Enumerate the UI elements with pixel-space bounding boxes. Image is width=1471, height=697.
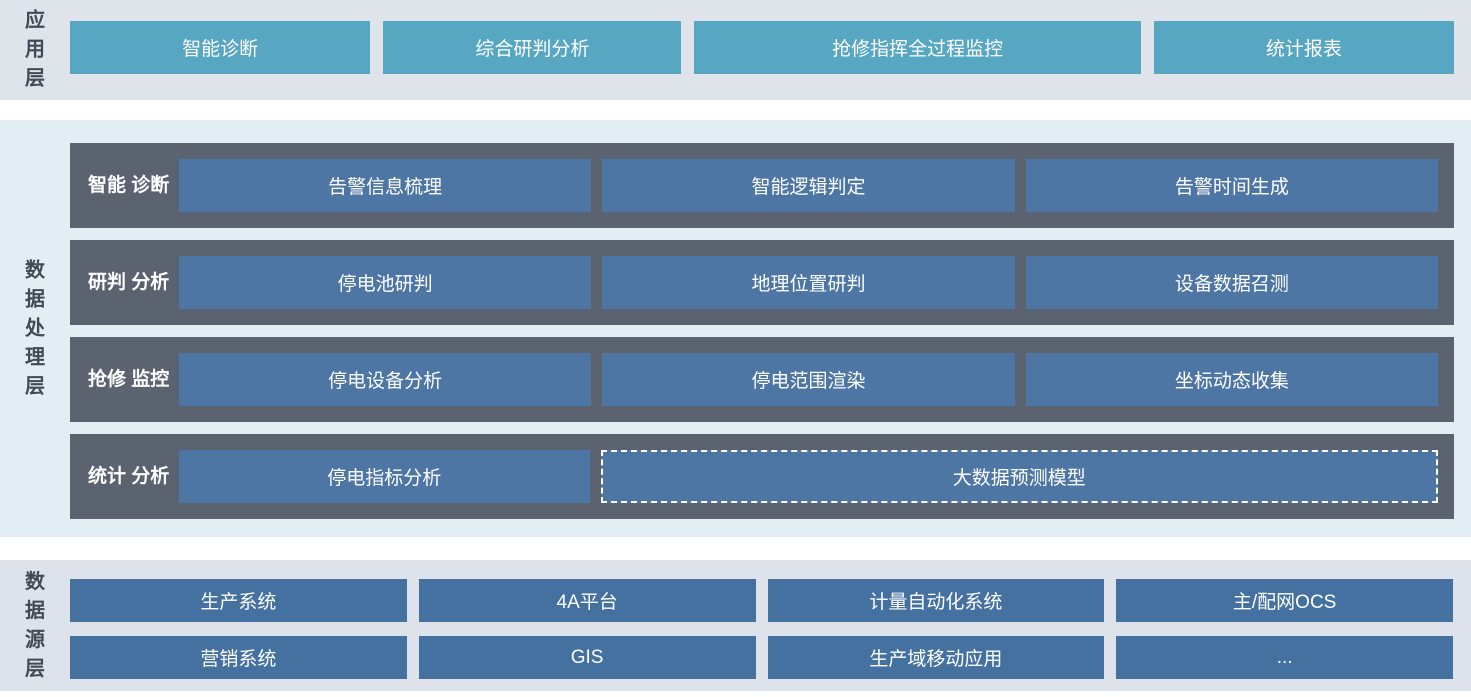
btn-outage-range-rendering[interactable]: 停电范围渲染 (602, 353, 1015, 406)
processing-row-repair-monitoring: 抢修 监控 停电设备分析 停电范围渲染 坐标动态收集 (70, 337, 1454, 422)
row-buttons: 停电指标分析 大数据预测模型 (179, 450, 1438, 503)
btn-coordinate-dynamic-collection[interactable]: 坐标动态收集 (1025, 353, 1438, 406)
btn-bigdata-prediction-model[interactable]: 大数据预测模型 (600, 450, 1438, 503)
row-buttons: 告警信息梳理 智能逻辑判定 告警时间生成 (179, 159, 1438, 212)
data-processing-layer: 数据处理层 智能 诊断 告警信息梳理 智能逻辑判定 告警时间生成 研判 分析 停… (0, 120, 1471, 537)
row-buttons: 停电设备分析 停电范围渲染 坐标动态收集 (179, 353, 1438, 406)
row-buttons: 停电池研判 地理位置研判 设备数据召测 (179, 256, 1438, 309)
btn-alarm-info-sorting[interactable]: 告警信息梳理 (179, 159, 592, 212)
divider (0, 100, 1471, 120)
src-ellipsis[interactable]: ... (1116, 636, 1453, 679)
btn-outage-device-analysis[interactable]: 停电设备分析 (179, 353, 592, 406)
row-label-statistics: 统计 分析 (88, 465, 170, 487)
app-item-intelligent-diagnosis[interactable]: 智能诊断 (70, 21, 371, 74)
src-gis[interactable]: GIS (418, 636, 756, 679)
application-button-row: 智能诊断 综合研判分析 抢修指挥全过程监控 统计报表 (70, 21, 1454, 74)
src-metering-automation-system[interactable]: 计量自动化系统 (767, 579, 1105, 622)
src-4a-platform[interactable]: 4A平台 (418, 579, 756, 622)
processing-row-statistics: 统计 分析 停电指标分析 大数据预测模型 (70, 434, 1454, 519)
btn-outage-analysis[interactable]: 停电池研判 (179, 256, 592, 309)
app-item-repair-command-monitoring[interactable]: 抢修指挥全过程监控 (694, 21, 1141, 74)
btn-intelligent-logic-judgment[interactable]: 智能逻辑判定 (602, 159, 1015, 212)
src-production-mobile-app[interactable]: 生产域移动应用 (767, 636, 1105, 679)
processing-row-diagnosis: 智能 诊断 告警信息梳理 智能逻辑判定 告警时间生成 (70, 143, 1454, 228)
source-grid: 生产系统 4A平台 计量自动化系统 主/配网OCS 营销系统 GIS 生产域移动… (70, 579, 1453, 679)
app-item-statistical-reports[interactable]: 统计报表 (1153, 21, 1454, 74)
processing-row-analysis: 研判 分析 停电池研判 地理位置研判 设备数据召测 (70, 240, 1454, 325)
btn-geo-location-analysis[interactable]: 地理位置研判 (602, 256, 1015, 309)
btn-outage-indicator-analysis[interactable]: 停电指标分析 (179, 450, 590, 503)
divider (0, 537, 1471, 560)
src-marketing-system[interactable]: 营销系统 (70, 636, 407, 679)
application-layer-label: 应用层 (25, 9, 45, 90)
btn-alarm-time-generation[interactable]: 告警时间生成 (1025, 159, 1438, 212)
src-main-distribution-ocs[interactable]: 主/配网OCS (1116, 579, 1453, 622)
src-production-system[interactable]: 生产系统 (70, 579, 407, 622)
row-label-diagnosis: 智能 诊断 (88, 174, 170, 196)
row-label-repair-monitoring: 抢修 监控 (88, 368, 170, 390)
application-layer: 应用层 智能诊断 综合研判分析 抢修指挥全过程监控 统计报表 (0, 0, 1471, 100)
btn-device-data-reading[interactable]: 设备数据召测 (1025, 256, 1438, 309)
data-source-layer-label: 数据源层 (25, 570, 45, 680)
row-label-analysis: 研判 分析 (88, 271, 170, 293)
app-item-comprehensive-analysis[interactable]: 综合研判分析 (383, 21, 682, 74)
data-source-layer: 数据源层 生产系统 4A平台 计量自动化系统 主/配网OCS 营销系统 GIS … (0, 560, 1471, 691)
data-processing-layer-label: 数据处理层 (25, 259, 45, 397)
